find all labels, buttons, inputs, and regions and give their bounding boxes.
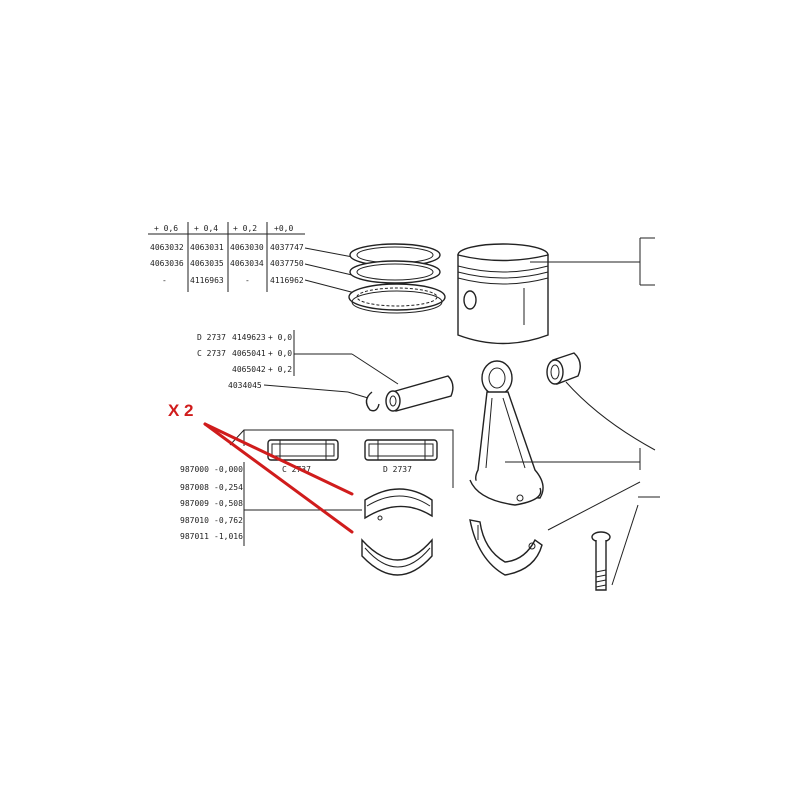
- rings-cell: 4063032: [150, 243, 184, 252]
- rings-cell: 4063034: [230, 259, 264, 268]
- rings-cell: 4037750: [270, 259, 304, 268]
- bushing-label-right: D 2737: [383, 465, 412, 474]
- bearing-size: -0,000: [214, 465, 243, 474]
- rings-table: + 0,6 + 0,4 + 0,2 +0,0 4063032 4063031 4…: [148, 222, 359, 294]
- rings-cell: 4037747: [270, 243, 304, 252]
- rings-cell: -: [245, 276, 250, 285]
- bearing-size: -1,016: [214, 532, 243, 541]
- bushing-label-left: C 2737: [282, 465, 311, 474]
- pin-code: D 2737: [197, 333, 226, 342]
- pin-size: + 0,0: [268, 349, 292, 358]
- bearing-part: 987010: [180, 516, 209, 525]
- rings-header-4: +0,0: [274, 224, 293, 233]
- rings-cell: 4063035: [190, 259, 224, 268]
- bearing-shells: [361, 488, 433, 576]
- quantity-annotation: X 2: [168, 401, 354, 534]
- piston: [457, 237, 655, 345]
- bearing-table: 987000 -0,000 987008 -0,254 987009 -0,50…: [180, 462, 362, 546]
- small-end-bushing: [546, 352, 656, 451]
- pin-code: C 2737: [197, 349, 226, 358]
- rod-bolt: [591, 496, 660, 591]
- bearing-part: 987009: [180, 499, 209, 508]
- bearing-part: 987008: [180, 483, 209, 492]
- quantity-label: X 2: [168, 401, 194, 420]
- rings-header-3: + 0,2: [233, 224, 257, 233]
- bearing-size: -0,762: [214, 516, 243, 525]
- rings-header-2: + 0,4: [194, 224, 218, 233]
- pin-bushing-table: D 2737 4149623 + 0,0 C 2737 4065041 + 0,…: [197, 330, 352, 393]
- bearing-part: 987000: [180, 465, 209, 474]
- pin-part: 4065041: [232, 349, 266, 358]
- rings-cell: 4116962: [270, 276, 304, 285]
- pin-part: 4149623: [232, 333, 266, 342]
- bearing-size: -0,254: [214, 483, 243, 492]
- connecting-rod: [469, 360, 641, 576]
- annotation-arrow-upper: [203, 422, 354, 496]
- rings-cell: 4116963: [190, 276, 224, 285]
- bearing-size: -0,508: [214, 499, 243, 508]
- rings-cell: -: [162, 276, 167, 285]
- piston-rings: [348, 243, 446, 314]
- rings-header-1: + 0,6: [154, 224, 178, 233]
- annotation-arrow-lower: [203, 422, 354, 534]
- pin-size: + 0,0: [268, 333, 292, 342]
- bearing-part: 987011: [180, 532, 209, 541]
- circlip-part: 4034045: [228, 381, 262, 390]
- pin-size: + 0,2: [268, 365, 292, 374]
- rings-cell: 4063036: [150, 259, 184, 268]
- rings-cell: 4063031: [190, 243, 224, 252]
- bushings-panel: C 2737 D 2737: [229, 429, 454, 488]
- rings-cell: 4063030: [230, 243, 264, 252]
- piston-pin: [347, 353, 454, 412]
- pin-part: 4065042: [232, 365, 266, 374]
